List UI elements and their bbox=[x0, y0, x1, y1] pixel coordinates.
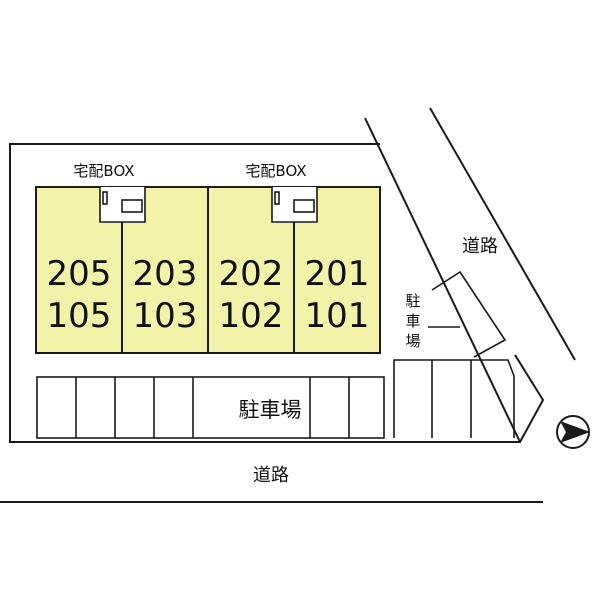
road-right-edge-outer bbox=[429, 107, 576, 361]
delivery-box-label: 宅配BOX bbox=[245, 162, 306, 180]
delivery-box-left bbox=[99, 187, 146, 223]
parking-stall-diagonal bbox=[431, 270, 507, 358]
unit-number-lower: 105 bbox=[47, 296, 112, 336]
property-boundary bbox=[9, 143, 545, 443]
unit-number-upper: 203 bbox=[133, 254, 198, 294]
unit-number-upper: 205 bbox=[47, 254, 112, 294]
parking-label-side: 駐 bbox=[405, 292, 420, 310]
unit-number-lower: 102 bbox=[219, 296, 284, 336]
delivery-box-label: 宅配BOX bbox=[73, 162, 134, 180]
parking-label-side: 場 bbox=[405, 332, 420, 350]
road-label-right: 道路 bbox=[462, 236, 498, 257]
unit-number-lower: 103 bbox=[133, 296, 198, 336]
north-arrow-icon bbox=[556, 415, 590, 449]
parking-label-main: 駐車場 bbox=[239, 398, 302, 422]
unit-number-upper: 202 bbox=[219, 254, 284, 294]
unit-number-upper: 201 bbox=[305, 254, 370, 294]
delivery-box-right bbox=[271, 187, 318, 223]
parking-label-side: 車 bbox=[405, 312, 420, 330]
parking-row-right bbox=[393, 359, 515, 438]
road-right-edge-inner bbox=[364, 117, 521, 443]
road-label-bottom: 道路 bbox=[253, 465, 289, 486]
unit-number-lower: 101 bbox=[305, 296, 370, 336]
parking-row-main bbox=[36, 376, 385, 439]
